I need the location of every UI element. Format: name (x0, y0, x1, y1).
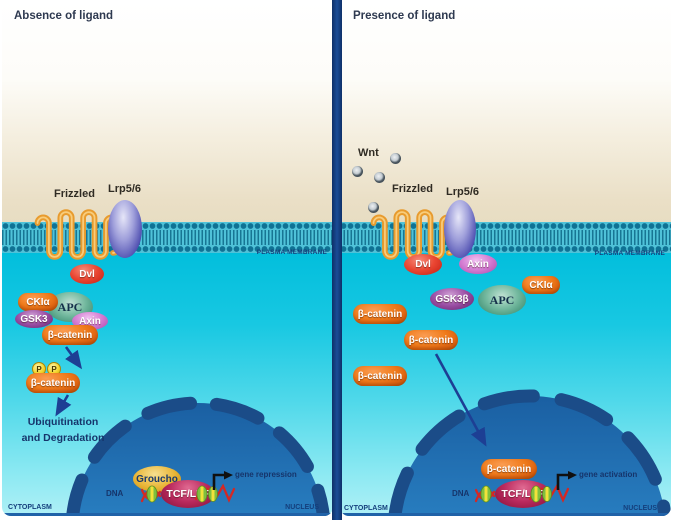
dvl-molecule: Dvl (404, 254, 442, 275)
nuclear-translocation-arrow (434, 353, 487, 447)
wnt-label: Wnt (358, 147, 379, 159)
ckia-molecule: CKIα (522, 276, 560, 294)
plasma-membrane-bilayer (2, 222, 333, 253)
plasma-membrane-label: PLASMA MEMBRANE (594, 250, 665, 257)
ubiquitination-line2: and Degradation (21, 432, 105, 445)
wnt-ligand-dot (368, 202, 379, 213)
plasma-membrane-label: PLASMA MEMBRANE (256, 249, 327, 256)
panel-title: Absence of ligand (14, 10, 114, 22)
dna-label: DNA (452, 489, 470, 498)
wnt-ligand-dot (390, 153, 401, 164)
extracellular-region (2, 2, 333, 223)
lrp56-receptor-icon (444, 200, 476, 258)
panel-title: Presence of ligand (353, 10, 456, 22)
transcription-arrow-icon (212, 471, 233, 490)
phospho-beta-catenin-molecule: β-catenin (26, 373, 80, 393)
gsk3-molecule: GSK3 (15, 310, 53, 328)
lrp56-receptor-icon (108, 200, 142, 258)
nucleus-shape (388, 389, 671, 516)
dna-helix-icon (140, 483, 236, 503)
beta-catenin-molecule: β-catenin (481, 459, 537, 479)
transcription-arrow-icon (556, 471, 577, 490)
nucleus-shape (66, 396, 330, 516)
dna-helix-icon (474, 483, 570, 503)
frizzled-label: Frizzled (54, 188, 95, 200)
dvl-molecule: Dvl (70, 264, 104, 284)
lrp56-label: Lrp5/6 (108, 183, 142, 195)
degradation-arrow (55, 394, 72, 417)
frizzled-receptor-icon (370, 209, 456, 260)
ubiquitination-caption: Ubiquitination and Degradation (2, 414, 124, 447)
apc-molecule: APC (478, 285, 526, 315)
dna-label: DNA (106, 489, 124, 498)
frizzled-receptor-icon (34, 209, 120, 260)
wnt-ligand-dot (352, 166, 363, 177)
panel-bottom-edge (2, 513, 333, 516)
cytoplasm-label: CYTOPLASM (344, 505, 388, 512)
beta-catenin-molecule: β-catenin (353, 304, 407, 324)
wnt-ligand-dot (374, 172, 385, 183)
ckia-molecule: CKIα (18, 293, 58, 311)
gene-activation-label: gene activation (579, 470, 638, 479)
cytoplasm-label: CYTOPLASM (8, 504, 52, 511)
nucleus-label: NUCLEUS (623, 505, 657, 512)
nucleus-label: NUCLEUS (285, 504, 319, 511)
gene-repression-label: gene repression (235, 470, 297, 479)
beta-catenin-molecule: β-catenin (353, 366, 407, 386)
lrp56-label: Lrp5/6 (446, 186, 480, 198)
panel-absence-of-ligand: Absence of ligand Frizzled Lrp5/6 Dvl PL… (2, 2, 333, 516)
frizzled-label: Frizzled (392, 183, 433, 195)
panel-bottom-edge (340, 513, 671, 516)
beta-catenin-molecule: β-catenin (42, 325, 98, 345)
panel-divider (332, 0, 342, 520)
extracellular-region (340, 2, 671, 223)
gsk3b-molecule: GSK3β (430, 288, 474, 310)
phosphorylation-arrow (64, 346, 83, 370)
panel-presence-of-ligand: Presence of ligand Wnt Frizzled Lrp5/6 D… (340, 2, 671, 516)
axin-molecule: Axin (459, 254, 497, 274)
beta-catenin-molecule: β-catenin (404, 330, 458, 350)
ubiquitination-line1: Ubiquitination (27, 416, 99, 428)
